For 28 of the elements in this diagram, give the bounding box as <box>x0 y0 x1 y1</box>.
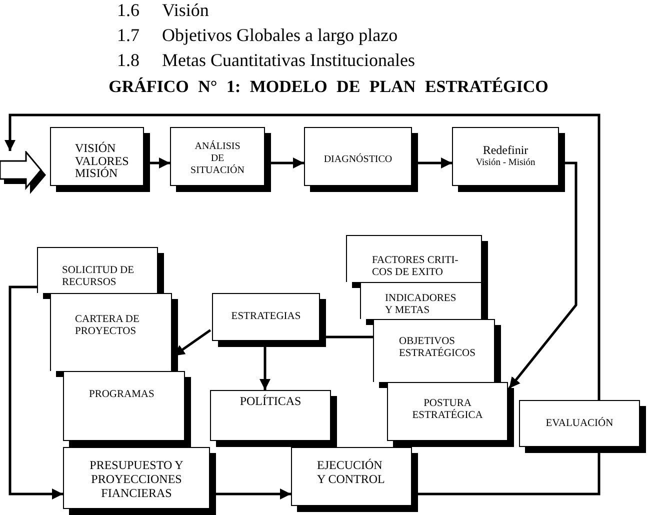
arrow <box>4 114 600 400</box>
box-label: PRESUPUESTO Y PROYECCIONES FIANCIERAS <box>88 458 184 500</box>
box-label: PROGRAMAS <box>89 389 154 401</box>
section-heading: Visión <box>162 0 209 20</box>
section-number: 1.6 <box>117 0 140 20</box>
section-number: 1.8 <box>117 50 140 70</box>
section-heading: Metas Cuantitativas Institucionales <box>162 50 415 70</box>
box-label: EJECUCIÓN Y CONTROL <box>317 458 386 486</box>
box-label: POLÍTICAS <box>240 394 302 408</box>
arrow <box>8 286 63 500</box>
box-label: EVALUACIÓN <box>546 418 614 430</box>
box-label: ANÁLISIS DE SITUACIÓN <box>190 141 246 177</box>
box-label: OBJETIVOS ESTRATÉGICOS <box>399 336 476 360</box>
block-arrow <box>0 151 47 195</box>
box-label: ESTRATEGIAS <box>231 311 301 323</box>
figure-title: GRÁFICO N° 1: MODELO DE PLAN ESTRATÉGICO <box>108 77 548 97</box>
arrow <box>508 162 578 390</box>
box-label: INDICADORES Y METAS <box>385 293 458 317</box>
section-heading: Objetivos Globales a largo plazo <box>162 25 398 45</box>
box-label: SOLICITUD DE RECURSOS <box>62 265 136 289</box>
box-label: DIAGNÓSTICO <box>324 154 392 166</box>
box-label: Visión - Misión <box>476 157 536 169</box>
box-label: FACTORES CRITI- COS DE EXITO <box>372 255 460 279</box>
box-label: VISIÓN VALORES MISIÓN <box>75 142 130 180</box>
section-number: 1.7 <box>117 25 140 45</box>
box-label: POSTURA ESTRATÉGICA <box>411 398 484 422</box>
box-label: CARTERA DE PROYECTOS <box>75 314 140 338</box>
box-label: Redefinir <box>482 143 528 157</box>
